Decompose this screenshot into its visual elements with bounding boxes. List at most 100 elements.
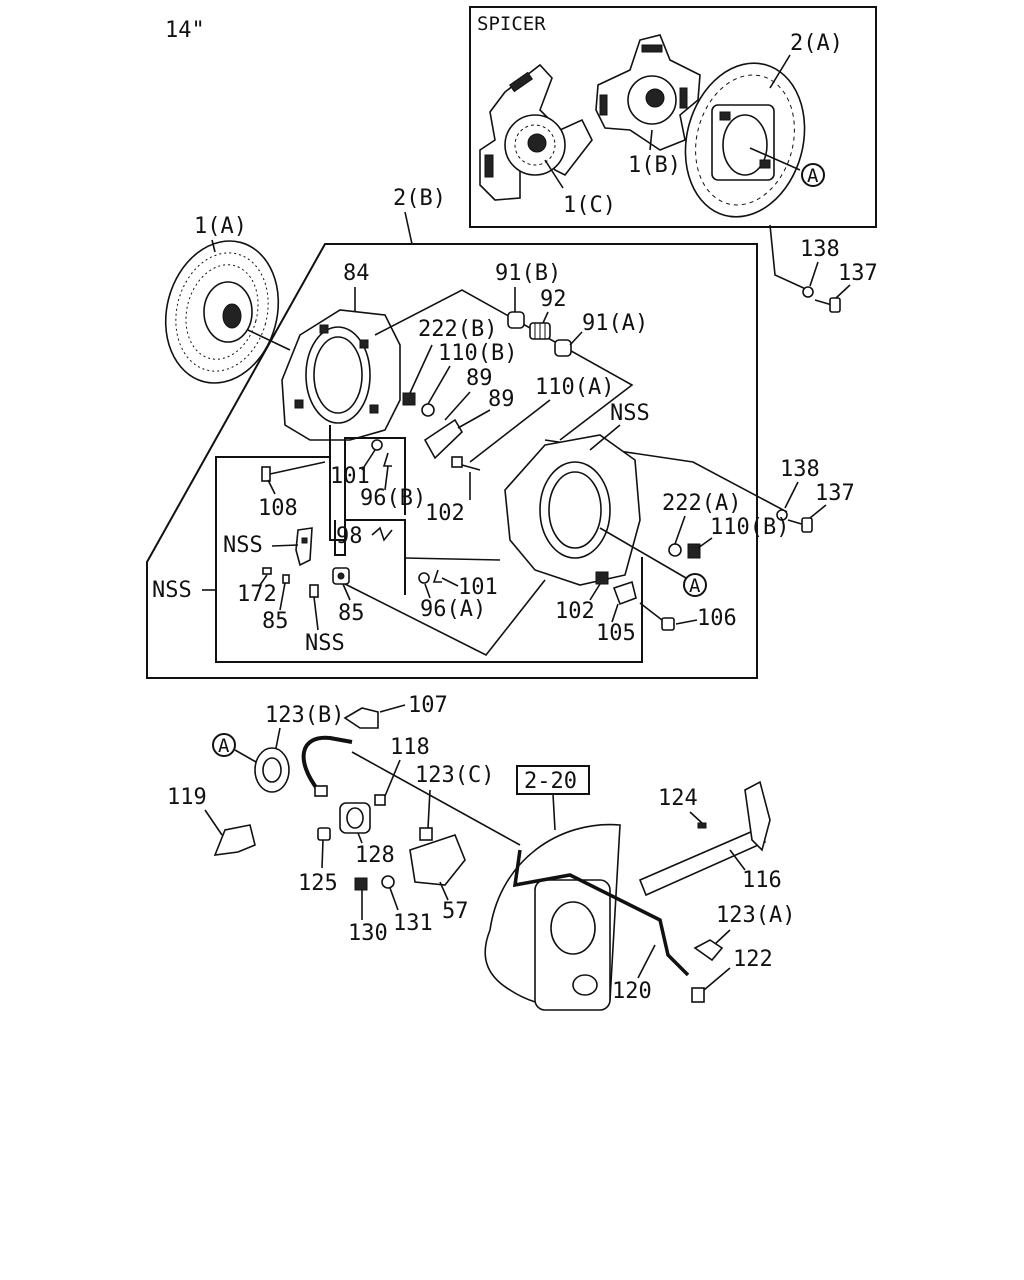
leader-137-mid bbox=[809, 504, 827, 519]
part-130-bolt bbox=[354, 877, 368, 891]
part-105-nut bbox=[595, 571, 609, 585]
leader-222b bbox=[409, 344, 433, 394]
leader-118 bbox=[275, 727, 281, 749]
leader-123c bbox=[204, 809, 223, 836]
subgroup-98-frame bbox=[334, 519, 406, 595]
part-108-nut bbox=[687, 543, 701, 559]
part-96b-pin bbox=[261, 461, 326, 482]
leader-nss-top bbox=[589, 424, 621, 451]
label-98: 98 bbox=[336, 524, 363, 549]
label-57: 57 bbox=[442, 899, 469, 924]
projection-line-mid bbox=[404, 557, 501, 561]
label-122: 122 bbox=[733, 947, 773, 972]
label-172: NSS bbox=[152, 578, 192, 603]
label-110b-top: 110(B) bbox=[438, 341, 517, 366]
label-1c: 1(C) bbox=[563, 193, 616, 218]
part-1c-clutch-disc bbox=[479, 63, 593, 201]
label-119-a: 118 bbox=[390, 735, 430, 760]
label-91a: 91(A) bbox=[582, 311, 648, 336]
leader-85-a bbox=[259, 574, 268, 586]
part-107-bolt bbox=[639, 602, 675, 631]
leader-119-a bbox=[384, 759, 401, 797]
leader-124 bbox=[427, 789, 431, 829]
leader-105 bbox=[589, 583, 601, 601]
part-120-lube-pipe bbox=[512, 849, 690, 977]
part-123a-clamp bbox=[693, 939, 724, 962]
label-123b: 107 bbox=[408, 693, 448, 718]
size-note: 14" bbox=[165, 18, 205, 43]
leader-110b-top bbox=[427, 365, 451, 405]
part-222a-bolt bbox=[451, 456, 481, 471]
part-110b-washer-low bbox=[668, 543, 682, 557]
label-120: 120 bbox=[612, 979, 652, 1004]
part-106-bracket bbox=[612, 580, 637, 606]
label-85-b: 85 bbox=[262, 609, 289, 634]
leader-123a bbox=[714, 929, 731, 945]
label-84: 84 bbox=[343, 261, 370, 286]
part-91a-spring-cup bbox=[554, 339, 572, 357]
label-2b: 2(B) bbox=[393, 186, 446, 211]
part-222b-bolt bbox=[402, 392, 416, 406]
label-123a: 123(A) bbox=[716, 903, 795, 928]
label-106: 105 bbox=[596, 621, 636, 646]
marker-a-plate-circle bbox=[683, 573, 707, 597]
label-89-a: 89 bbox=[466, 366, 493, 391]
leader-96a bbox=[313, 596, 319, 631]
label-89-b: 89 bbox=[488, 387, 515, 412]
part-110b-washer-top bbox=[421, 403, 435, 417]
label-222b: 222(B) bbox=[418, 317, 497, 342]
label-124: 123(C) bbox=[415, 763, 494, 788]
leader-nss-low bbox=[342, 583, 351, 601]
part-101-pin-low bbox=[418, 572, 430, 584]
marker-a-bearing: A bbox=[218, 735, 230, 757]
part-102-clip-top bbox=[382, 452, 392, 467]
label-130: 130 bbox=[348, 921, 388, 946]
leader-108 bbox=[697, 537, 713, 549]
part-lube-hose bbox=[301, 735, 353, 792]
leader-2a bbox=[769, 54, 791, 89]
part-pressure-plate-nss bbox=[504, 434, 641, 586]
part-118-release-bearing bbox=[254, 747, 290, 793]
label-nss-top: NSS bbox=[610, 401, 650, 426]
label-96b: 108 bbox=[258, 496, 298, 521]
part-85-pin-b bbox=[282, 574, 290, 584]
part-137-bolt-mid bbox=[787, 517, 813, 533]
part-release-lever-nss bbox=[295, 527, 313, 567]
leader-96b bbox=[267, 479, 276, 495]
part-91b-spring-cup bbox=[507, 311, 525, 329]
label-92: 92 bbox=[540, 287, 567, 312]
label-85-a: 172 bbox=[237, 582, 277, 607]
part-98-spring bbox=[371, 526, 393, 542]
label-108: 110(B) bbox=[710, 515, 789, 540]
projection-hose bbox=[351, 751, 521, 846]
label-128: 124 bbox=[658, 786, 698, 811]
part-2a-pressure-plate bbox=[684, 62, 806, 218]
leader-123b bbox=[379, 704, 406, 713]
leader-reference-box bbox=[552, 793, 556, 831]
part-138-washer-mid bbox=[776, 509, 788, 521]
label-102-top: 96(B) bbox=[360, 486, 426, 511]
part-125-release-shaft bbox=[638, 780, 771, 897]
assembly-172-frame bbox=[215, 456, 643, 663]
label-1a: 1(A) bbox=[194, 214, 247, 239]
part-clutch-housing bbox=[484, 823, 621, 1011]
leader-110a bbox=[469, 399, 551, 463]
part-138-washer-top bbox=[802, 286, 814, 298]
leader-89-a bbox=[444, 391, 471, 421]
marker-a-bearing-circle bbox=[212, 733, 236, 757]
part-84-clutch-cover bbox=[281, 309, 401, 441]
leader-101-low bbox=[424, 583, 431, 599]
part-137-bolt-top bbox=[814, 297, 841, 313]
label-2a: 2(A) bbox=[790, 31, 843, 56]
label-138-mid: 138 bbox=[780, 457, 820, 482]
part-1a-clutch-disc bbox=[164, 240, 280, 384]
leader-119-b bbox=[321, 839, 324, 869]
spicer-inset-title: SPICER bbox=[477, 13, 546, 35]
label-137-mid: 137 bbox=[815, 481, 855, 506]
assembly-2b-frame bbox=[146, 243, 758, 679]
label-131: 131 bbox=[393, 911, 433, 936]
label-125: 116 bbox=[742, 868, 782, 893]
leader-120 bbox=[637, 944, 656, 979]
label-123c: 119 bbox=[167, 785, 207, 810]
